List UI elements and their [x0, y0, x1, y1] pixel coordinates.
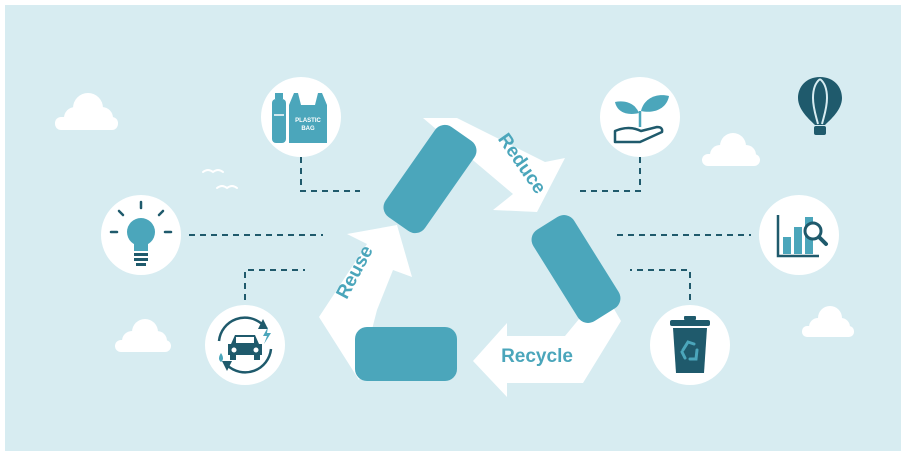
cycle-band-right [531, 215, 621, 323]
car-cycle-icon [217, 316, 273, 374]
cloud-icon [115, 319, 171, 352]
hand-plant-icon [613, 95, 669, 144]
plastic-bag-text: PLASTIC [295, 118, 321, 124]
analytics-circle [759, 195, 839, 275]
bar-chart-search-icon [776, 215, 828, 258]
recycle-bin-circle [650, 305, 730, 385]
electric-car-circle [205, 305, 285, 385]
light-bulb-circle [101, 195, 181, 275]
cycle-band-bottom [355, 327, 457, 381]
recycle-cycle-diagram: Reduce Recycle Reuse [319, 118, 621, 397]
cloud-icon [55, 93, 118, 130]
light-bulb-icon [109, 200, 173, 266]
birds-icon [202, 169, 238, 190]
hot-air-balloon-icon [798, 77, 842, 135]
plastic-bag-circle: PLASTIC BAG [261, 77, 341, 157]
plastic-bag-icon: PLASTIC BAG [289, 93, 327, 143]
bag-text: BAG [301, 126, 315, 132]
plastic-bottle-icon [272, 93, 286, 143]
recycle-symbol-icon [680, 340, 699, 361]
connector-lines [189, 157, 751, 300]
infographic-canvas: Reduce Recycle Reuse PLASTIC BAG [5, 5, 901, 451]
cloud-icon [802, 306, 854, 337]
reuse-arrow [319, 225, 412, 380]
cloud-icon [702, 133, 760, 166]
recycle-label: Recycle [501, 346, 573, 367]
recycle-bin-icon [670, 316, 710, 373]
cycle-band-top [383, 124, 477, 234]
hand-plant-circle [600, 77, 680, 157]
